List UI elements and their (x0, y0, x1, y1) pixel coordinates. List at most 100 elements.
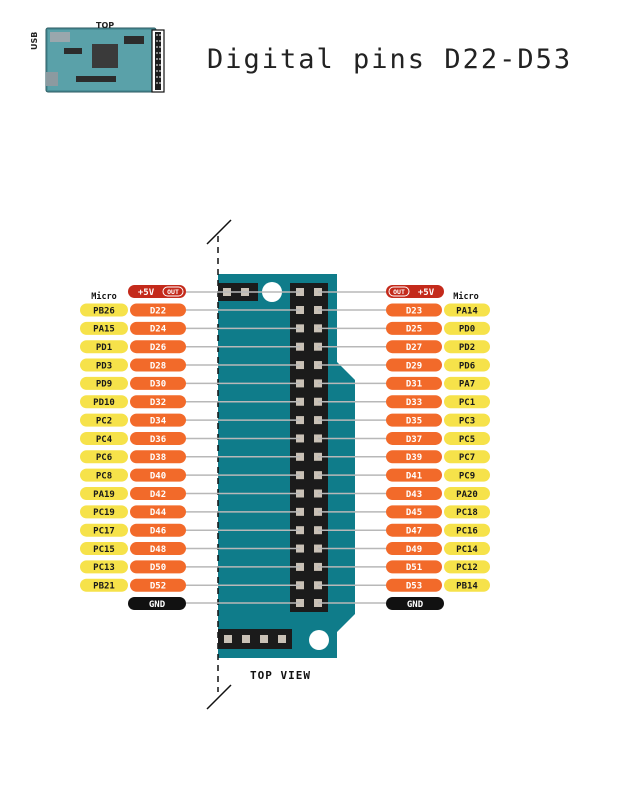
left-micro-label: PA15 (93, 325, 115, 335)
page-title: Digital pins D22-D53 (207, 44, 573, 75)
right-pin-label: D43 (406, 490, 422, 500)
right-micro-label: PA20 (456, 490, 478, 500)
right-micro-label: PB14 (456, 582, 478, 592)
right-micro-label: PC18 (456, 508, 478, 518)
right-pin-label: D45 (406, 508, 422, 518)
left-pin-badge (130, 468, 186, 482)
right-micro-badge (444, 468, 490, 482)
left-pin-badge (130, 431, 186, 445)
left-pin-label: D32 (150, 398, 166, 408)
right-micro-badge (444, 505, 490, 519)
left-micro-badge (80, 560, 128, 574)
left-micro-label: PC4 (96, 435, 113, 445)
right-pin-badge (386, 340, 442, 354)
right-pin-label: D39 (406, 453, 422, 463)
left-micro-badge (80, 431, 128, 445)
left-micro-label: PC6 (96, 453, 112, 463)
left-micro-badge (80, 468, 128, 482)
right-micro-label: PA7 (459, 380, 475, 390)
right-pin-badge (386, 303, 442, 317)
cut-mark-bottom (206, 684, 232, 710)
right-pin-badge (386, 523, 442, 537)
right-pin-label: D31 (406, 380, 422, 390)
left-micro-badge (80, 395, 128, 409)
right-pin-badge (386, 487, 442, 500)
right-pin-badge (386, 321, 442, 335)
left-pin-label: D26 (150, 343, 166, 353)
right-power-label: +5V (418, 288, 435, 298)
right-pin-label: D37 (406, 435, 422, 445)
wires (186, 291, 386, 604)
right-micro-label: PC7 (459, 453, 475, 463)
bottom-header (218, 629, 292, 649)
right-pin-badge (386, 468, 442, 482)
right-micro-label: PC1 (459, 398, 475, 408)
right-pin-badge (386, 413, 442, 427)
cut-mark-top (206, 219, 232, 245)
left-pin-label: D38 (150, 453, 166, 463)
left-pin-badge (130, 505, 186, 519)
left-micro-label: PB21 (93, 582, 115, 592)
thumb-top-label: TOP (96, 21, 115, 30)
right-micro-badge (444, 578, 490, 592)
right-pin-label: D25 (406, 325, 422, 335)
left-pin-label: D52 (150, 582, 166, 592)
left-micro-badge (80, 487, 128, 500)
left-pin-label: D28 (150, 361, 166, 371)
right-micro-badge (444, 560, 490, 574)
right-pin-label: D53 (406, 582, 422, 592)
right-gnd-label: GND (407, 600, 424, 610)
double-row-header (290, 283, 328, 612)
left-pin-label: D50 (150, 563, 166, 573)
right-micro-header: Micro (453, 291, 479, 302)
board-thumbnail (45, 27, 165, 93)
bottom-pin (224, 635, 232, 643)
right-micro-label: PA14 (456, 306, 478, 316)
left-pin-badge (130, 321, 186, 335)
left-pin-label: D36 (150, 435, 166, 445)
left-micro-badge (80, 303, 128, 317)
left-gnd-badge (128, 597, 186, 610)
right-power-out-badge (388, 286, 410, 297)
left-pin-label: D44 (150, 508, 167, 518)
left-micro-badge (80, 413, 128, 427)
left-micro-badge (80, 578, 128, 592)
left-pin-label: D46 (150, 527, 166, 537)
left-micro-label: PA19 (93, 490, 115, 500)
right-pin-label: D51 (406, 563, 422, 573)
right-micro-badge (444, 376, 490, 390)
left-pin-badge (130, 376, 186, 390)
left-pin-badge (130, 560, 186, 574)
right-micro-badge (444, 450, 490, 464)
left-micro-label: PB26 (93, 306, 115, 316)
left-pin-badge (130, 340, 186, 354)
left-micro-label: PC15 (93, 545, 115, 555)
left-micro-label: PC13 (93, 563, 115, 573)
right-micro-badge (444, 431, 490, 445)
right-pin-badge (386, 450, 442, 464)
right-micro-badge (444, 303, 490, 317)
right-pin-label: D27 (406, 343, 422, 353)
left-pin-label: D34 (150, 416, 167, 426)
right-micro-label: PC9 (459, 471, 475, 481)
left-micro-label: PD10 (93, 398, 115, 408)
right-micro-label: PC5 (459, 435, 475, 445)
right-pin-label: D23 (406, 306, 422, 316)
right-micro-label: PC16 (456, 527, 478, 537)
right-pin-badge (386, 578, 442, 592)
left-pin-label: D24 (150, 325, 167, 335)
left-micro-label: PC17 (93, 527, 115, 537)
left-micro-badge (80, 523, 128, 537)
right-micro-label: PC3 (459, 416, 475, 426)
right-micro-label: PD0 (459, 325, 475, 335)
left-micro-label: PC19 (93, 508, 115, 518)
left-pin-badge (130, 413, 186, 427)
left-power-out-badge (162, 286, 184, 297)
bottom-pin (242, 635, 250, 643)
left-micro-badge (80, 450, 128, 464)
right-pin-badge (386, 395, 442, 409)
left-pin-badge (130, 395, 186, 409)
right-pin-badge (386, 376, 442, 390)
left-micro-badge (80, 321, 128, 335)
